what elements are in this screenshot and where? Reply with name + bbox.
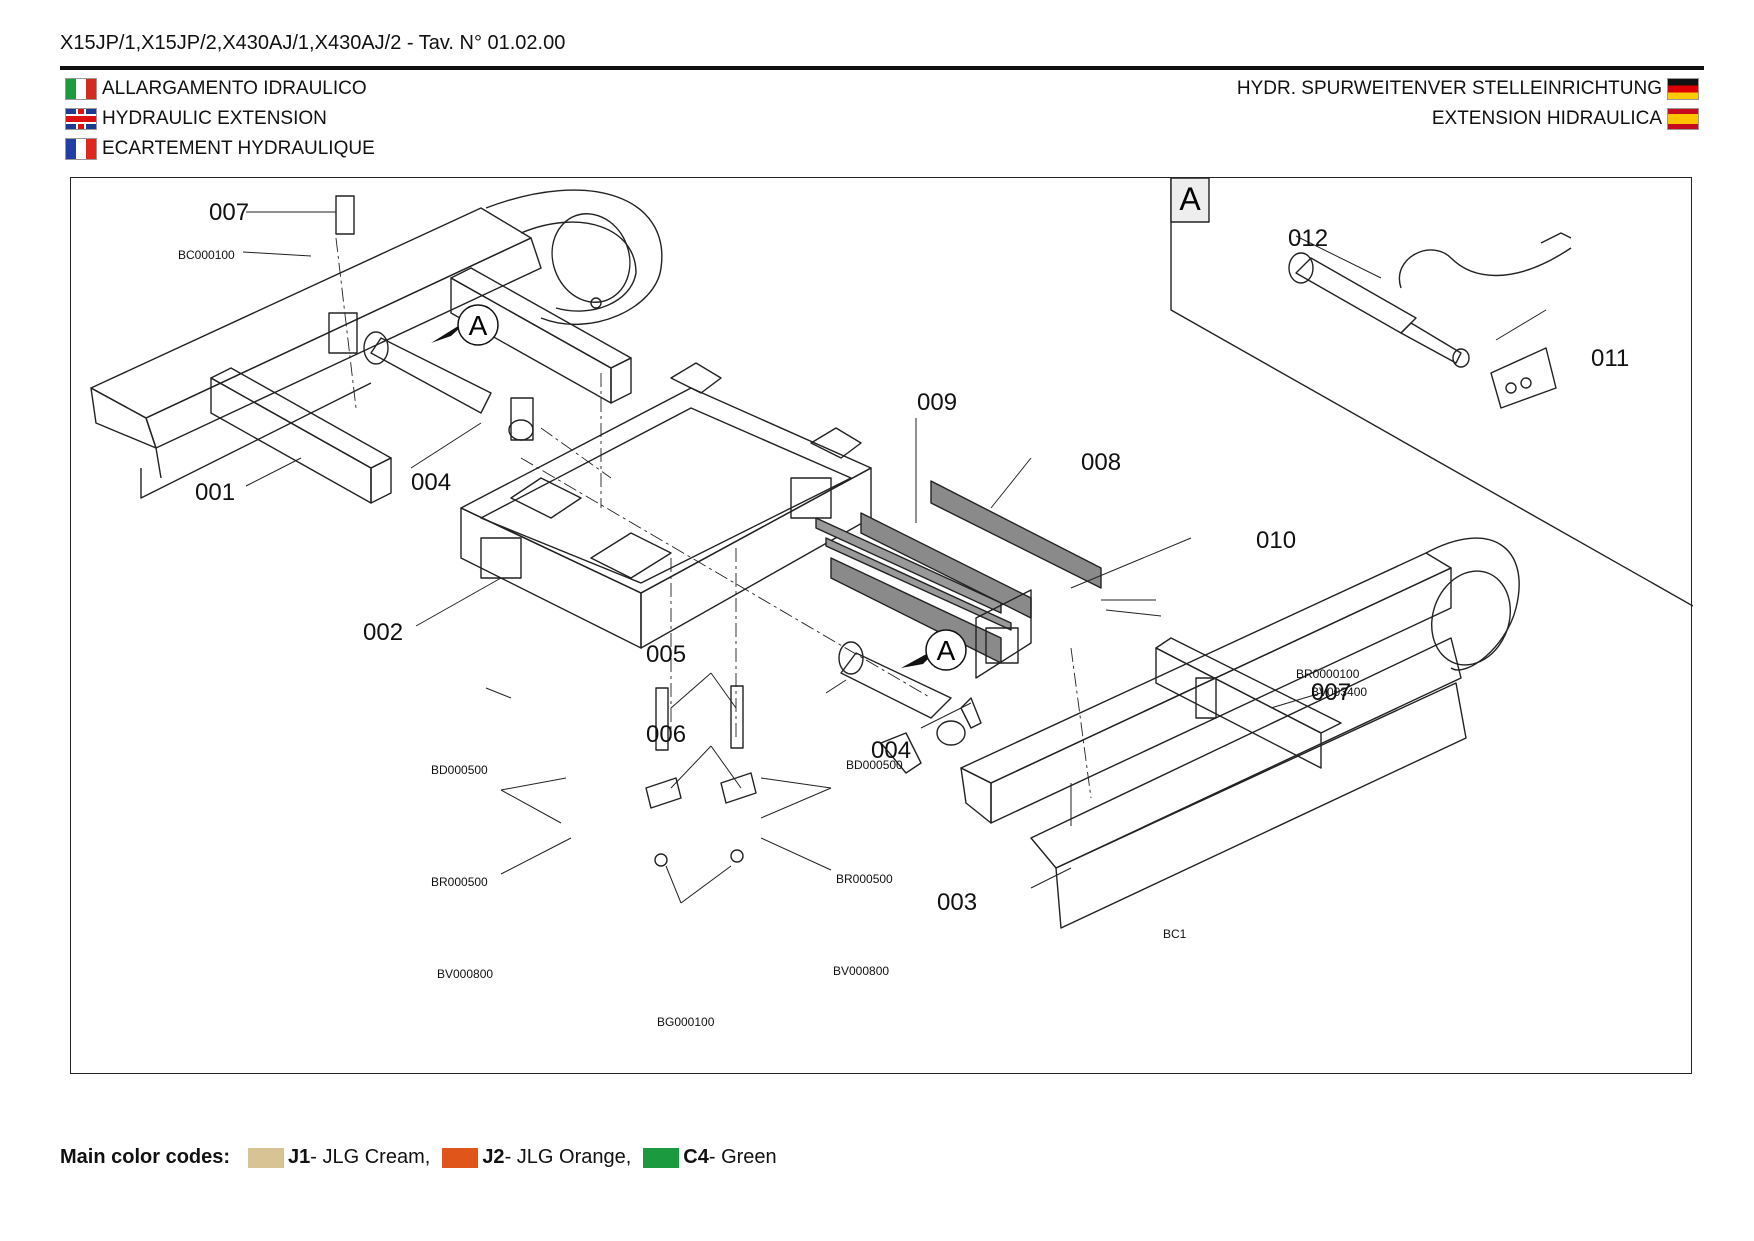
central-frame	[460, 362, 872, 649]
code-bd000500-right: BD000500	[846, 758, 903, 772]
color-code-j2-name: - JLG Orange,	[504, 1146, 632, 1168]
callout-003: 003	[937, 889, 977, 916]
title-fr: ECARTEMENT HYDRAULIQUE	[60, 136, 375, 162]
color-code-j2-code: J2	[482, 1146, 505, 1168]
detail-a-marker-label-upper: A	[469, 310, 488, 341]
left-extension-beams	[210, 267, 632, 504]
callout-009: 009	[917, 389, 957, 416]
swatch-j1	[248, 1147, 285, 1168]
uk-flag-icon	[66, 109, 96, 129]
germany-flag-icon	[1668, 79, 1698, 99]
detail-a-tab-label: A	[1179, 181, 1201, 217]
code-br000500-left: BR000500	[431, 875, 488, 889]
code-bg000100: BG000100	[657, 1015, 715, 1029]
lower-cylinder	[838, 641, 982, 774]
callout-007-upper: 007	[209, 199, 249, 226]
detail-a-border	[1170, 178, 1694, 607]
color-code-c4: C4 - Green	[643, 1146, 777, 1169]
callout-001: 001	[195, 479, 235, 506]
color-codes-legend: Main color codes: J1 - JLG Cream, J2 - J…	[60, 1146, 789, 1169]
callout-011: 011	[1591, 345, 1629, 372]
color-codes-label: Main color codes:	[60, 1146, 231, 1168]
assembly-lines	[335, 237, 1092, 799]
color-code-j1-code: J1	[288, 1146, 311, 1168]
title-fr-text: ECARTEMENT HYDRAULIQUE	[102, 138, 375, 159]
code-bc1: BC1	[1163, 927, 1187, 941]
wear-pad-strips	[815, 517, 1012, 631]
callout-005: 005	[646, 641, 686, 668]
detail-a-marker-upper: A	[431, 304, 499, 346]
color-code-j1-name: - JLG Cream,	[310, 1146, 431, 1168]
title-en: HYDRAULIC EXTENSION	[60, 106, 327, 132]
callout-012: 012	[1288, 225, 1328, 252]
code-br0000100: BR0000100	[1296, 667, 1360, 681]
code-br000500-right: BR000500	[836, 872, 893, 886]
code-bd000500-left: BD000500	[431, 763, 488, 777]
callout-007-lower: 007	[1311, 679, 1351, 706]
callout-002: 002	[363, 619, 403, 646]
code-bv000800-right: BV000800	[833, 964, 889, 978]
color-code-c4-name: - Green	[708, 1146, 777, 1168]
title-it: ALLARGAMENTO IDRAULICO	[60, 76, 367, 102]
header-rule	[60, 66, 1704, 70]
callout-008: 008	[1081, 449, 1121, 476]
right-track-frame	[960, 537, 1520, 929]
swatch-c4	[643, 1147, 680, 1168]
france-flag-icon	[66, 139, 96, 159]
exploded-parts-diagram: A A A 007 001 004 002 009 008 010 011 01…	[70, 177, 1694, 1074]
spain-flag-icon	[1668, 109, 1698, 129]
swatch-j2	[442, 1147, 479, 1168]
title-en-text: HYDRAULIC EXTENSION	[102, 108, 327, 129]
callout-010: 010	[1256, 527, 1296, 554]
left-track-frame	[90, 189, 663, 499]
title-es: EXTENSION HIDRAULICA	[1432, 106, 1704, 132]
italy-flag-icon	[66, 79, 96, 99]
pins-and-hardware	[335, 195, 757, 867]
title-de-text: HYDR. SPURWEITENVER STELLEINRICHTUNG	[1236, 78, 1662, 99]
color-code-j2: J2 - JLG Orange,	[442, 1146, 631, 1169]
detail-a-marker-label-lower: A	[937, 635, 956, 666]
code-bv003400: BV003400	[1311, 685, 1367, 699]
detail-a-parts	[1288, 232, 1572, 409]
title-es-text: EXTENSION HIDRAULICA	[1431, 108, 1662, 129]
color-code-c4-code: C4	[683, 1146, 709, 1168]
cover-plate	[975, 589, 1032, 679]
title-it-text: ALLARGAMENTO IDRAULICO	[102, 78, 367, 99]
page-title: X15JP/1,X15JP/2,X430AJ/1,X430AJ/2 - Tav.…	[60, 32, 566, 54]
diagram-drawing: A A A 007 001 004 002 009 008 010 011 01…	[90, 177, 1694, 1029]
leader-lines	[242, 211, 1547, 904]
callout-004-lower: 004	[871, 737, 911, 764]
upper-cylinder	[363, 331, 534, 441]
color-code-j1: J1 - JLG Cream,	[248, 1146, 430, 1169]
code-bc000100: BC000100	[178, 248, 235, 262]
detail-a-tab	[1170, 177, 1210, 223]
code-bv000800-left: BV000800	[437, 967, 493, 981]
callout-006: 006	[646, 721, 686, 748]
callout-004-upper: 004	[411, 469, 451, 496]
title-de: HYDR. SPURWEITENVER STELLEINRICHTUNG	[1237, 76, 1704, 102]
detail-a-marker-lower: A	[901, 629, 967, 671]
